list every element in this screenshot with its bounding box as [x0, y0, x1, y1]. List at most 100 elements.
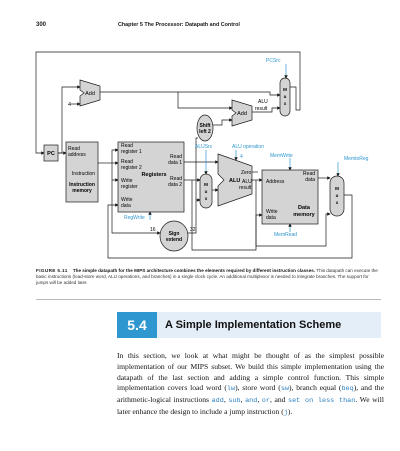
- mux-letter: u: [336, 193, 339, 198]
- rf-write-data-b: data: [121, 203, 131, 209]
- dm-title-1: Data: [298, 205, 311, 211]
- rf-read-register-1-b: register 1: [121, 149, 142, 155]
- control-lines: [148, 64, 340, 232]
- sign-extend-input-width: 16: [150, 227, 156, 233]
- regwrite-label: RegWrite: [124, 215, 145, 221]
- body-text: ), branch equal (: [288, 383, 342, 393]
- im-title-1: Instruction: [69, 182, 95, 188]
- dm-write-data-1: Write: [266, 209, 278, 215]
- code-j: j: [283, 408, 288, 417]
- alusrc-mux: [199, 173, 213, 209]
- sign-extend-label-1: Sign: [169, 231, 180, 237]
- rf-read-data-1-a: Read: [170, 154, 182, 160]
- code-sw: sw: [280, 385, 289, 394]
- caption-text: This datapath can execute the basic inst…: [36, 268, 378, 286]
- figure-caption: FIGURE 5.11 The simple datapath for the …: [36, 268, 381, 286]
- branch-adder-result-2: result: [255, 106, 268, 112]
- alu-label: ALU: [229, 178, 240, 184]
- page-number: 300: [36, 22, 47, 28]
- caption-divider: [36, 299, 381, 300]
- im-read-address-1: Read: [68, 146, 80, 152]
- code-sub: sub: [228, 397, 241, 406]
- alu-result-1: ALU: [242, 179, 252, 185]
- memtoreg-mux: [329, 175, 345, 217]
- body-text: ,: [240, 395, 246, 405]
- mux-letter: x: [284, 101, 287, 106]
- register-file: [117, 141, 185, 213]
- body-text: ), and the arithmetic-logical instructio…: [117, 383, 384, 405]
- code-and: and: [245, 397, 258, 406]
- branch-adder: [231, 99, 253, 127]
- rf-read-register-2-a: Read: [121, 159, 133, 165]
- alu-zero-label: Zero: [241, 170, 252, 176]
- caption-title: The simple datapath for the MIPS archite…: [72, 268, 316, 273]
- shift-left-2: [196, 114, 214, 142]
- pcsrc-label: PCSrc: [266, 58, 281, 64]
- alusrc-label: ALUSrc: [195, 144, 213, 150]
- rf-read-register-1-a: Read: [121, 143, 133, 149]
- section-banner: [117, 312, 381, 338]
- body-text: . We will later enhance the design to in…: [117, 395, 384, 416]
- pc-adder: [79, 79, 101, 107]
- mux-letter: u: [284, 94, 287, 99]
- rf-write-data-a: Write: [121, 197, 133, 203]
- body-text: ), store word (: [235, 383, 281, 393]
- mux-letter: M: [204, 182, 208, 187]
- rf-write-register-a: Write: [121, 178, 133, 184]
- mux-letter: x: [205, 196, 208, 201]
- alu: [217, 153, 253, 207]
- sign-extend-label-2: extend: [166, 237, 182, 243]
- pc-label: PC: [47, 151, 55, 157]
- code-or: or: [261, 397, 270, 406]
- memtoreg-label: MemtoReg: [344, 156, 369, 162]
- chapter-title: Chapter 5 The Processor: Datapath and Co…: [118, 22, 240, 28]
- mux-letter: M: [283, 87, 287, 92]
- data-memory: [261, 169, 319, 225]
- code-beq: beq: [341, 385, 354, 394]
- im-title-2: memory: [72, 188, 92, 194]
- body-text: ).: [287, 406, 293, 416]
- datapath-wires: [35, 51, 353, 259]
- memwrite-label: MemWrite: [270, 153, 293, 159]
- code-slt: set on less than: [288, 397, 356, 406]
- pc-register: [43, 144, 59, 162]
- constant-four: 4: [68, 102, 71, 108]
- body-text: ,: [223, 395, 229, 405]
- section-title: A Simple Implementation Scheme: [165, 319, 342, 331]
- shift-left-2-label-2: left 2: [199, 129, 211, 135]
- section-number: 5.4: [117, 312, 157, 338]
- figure-number: FIGURE 5.11: [36, 268, 68, 273]
- branch-adder-label: Add: [237, 111, 247, 117]
- memread-label: MemRead: [274, 232, 297, 238]
- body-text: , and: [269, 395, 288, 405]
- code-lw: lw: [226, 385, 236, 394]
- im-read-address-2: address: [68, 152, 86, 158]
- pcsrc-mux: [279, 77, 291, 117]
- pc-adder-label: Add: [85, 91, 95, 97]
- im-instruction-label: Instruction: [72, 171, 95, 177]
- rf-read-data-2-a: Read: [170, 176, 182, 182]
- code-add: add: [211, 397, 224, 406]
- rf-title: Registers: [141, 172, 166, 178]
- branch-adder-result-1: ALU: [258, 99, 268, 105]
- mux-letter: x: [336, 200, 339, 205]
- instruction-memory: [65, 141, 99, 203]
- alu-operation-label: ALU operation: [232, 144, 264, 150]
- shift-left-2-label-1: Shift: [199, 123, 210, 129]
- dm-read-data-1: Read: [303, 171, 315, 177]
- alu-result-2: result: [239, 185, 252, 191]
- sign-extend: [159, 220, 189, 252]
- body-text: In this section, we look at what might b…: [117, 351, 384, 393]
- body-text: ,: [257, 395, 262, 405]
- rf-read-data-2-b: data 2: [168, 182, 182, 188]
- rf-read-data-1-b: data 1: [168, 160, 182, 166]
- mux-letter: M: [335, 186, 339, 191]
- rf-read-register-2-b: register 2: [121, 165, 142, 171]
- dm-address-label: Address: [266, 179, 285, 185]
- rf-write-register-b: register: [121, 184, 138, 190]
- dm-write-data-2: data: [266, 215, 276, 221]
- dm-read-data-2: data: [305, 177, 315, 183]
